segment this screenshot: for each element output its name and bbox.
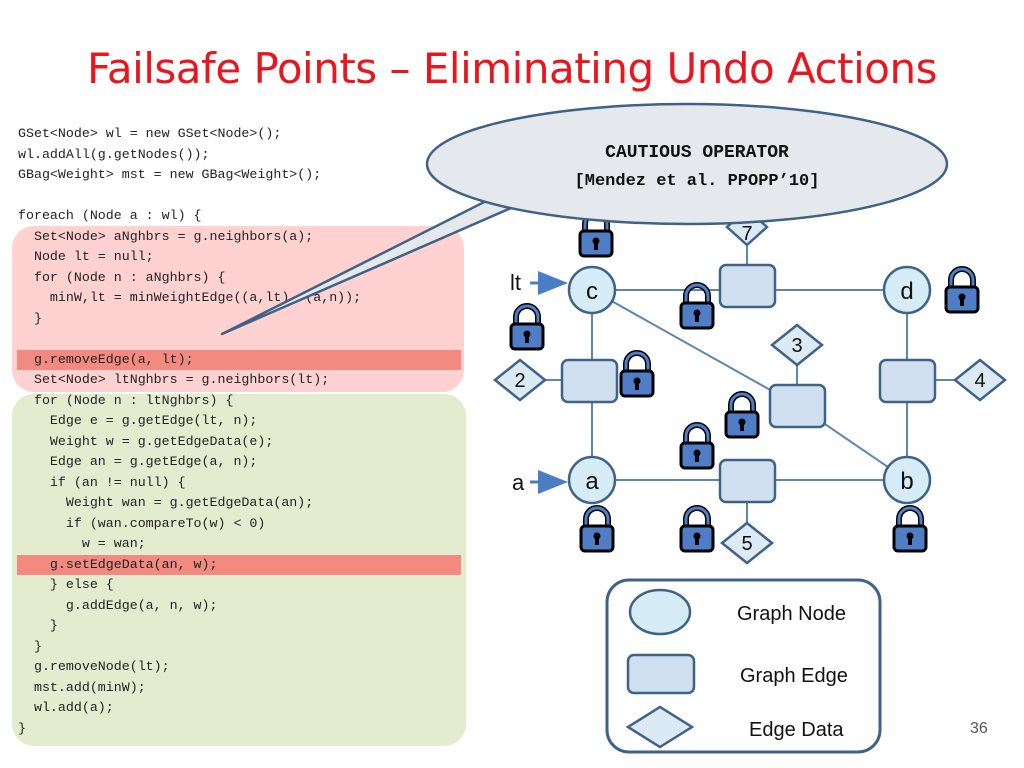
lock-icon [946, 269, 978, 312]
code-listing: GSet<Node> wl = new GSet<Node>(); wl.addA… [18, 124, 361, 739]
callout-title: CAUTIOUS OPERATOR [605, 143, 789, 163]
code-line: g.setEdgeData(an, w); [18, 556, 218, 572]
code-line: wl.add(a); [18, 700, 114, 715]
lock-icon [511, 306, 543, 349]
callout-ellipse [425, 102, 949, 226]
highlight-bar-set-edge-data [17, 555, 461, 575]
code-line: foreach (Node a : wl) { [18, 208, 202, 223]
code-line: g.addEdge(a, n, w); [18, 597, 218, 613]
code-line: Set<Node> ltNghbrs = g.neighbors(lt); [18, 372, 330, 387]
code-line: Weight w = g.getEdgeData(e); [18, 433, 274, 449]
graph-node-c [567, 265, 617, 315]
lock-icon [681, 285, 713, 328]
graph-node-label-c: c [586, 278, 598, 305]
edge-data-diamond-5 [719, 521, 775, 565]
lock-icon [581, 508, 613, 551]
legend-edge-symbol [626, 653, 696, 695]
code-line: } [18, 720, 26, 736]
edge-data-diamond-2 [492, 358, 548, 402]
lock-icon [681, 508, 713, 551]
callout-bubble: CAUTIOUS OPERATOR [Mendez et al. PPOPP’1… [220, 102, 949, 336]
pointer-label-lt: lt [510, 270, 521, 295]
graph-edge-box-left [560, 358, 619, 404]
code-line: Edge e = g.getEdge(lt, n); [18, 413, 258, 428]
edge-data-label-top: 7 [741, 223, 752, 245]
legend-node-symbol [628, 588, 692, 636]
code-line: if (an != null) { [18, 474, 186, 490]
legend-label-node: Graph Node [737, 603, 846, 625]
code-line: wl.addAll(g.getNodes()); [18, 146, 210, 162]
lock-icon [681, 425, 713, 468]
lock-icon [726, 394, 758, 437]
graph-node-label-d: d [900, 278, 913, 305]
legend-data-symbol [625, 705, 695, 749]
code-line: for (Node n : aNghbrs) { [18, 269, 226, 285]
graph-edge-box-middle [768, 383, 827, 429]
code-line: if (wan.compareTo(w) < 0) [18, 515, 266, 531]
pointer-label-a: a [512, 470, 525, 495]
code-line: mst.add(minW); [18, 679, 146, 695]
graph-node-b [882, 455, 932, 505]
code-line: } [18, 638, 42, 654]
code-line: g.removeEdge(a, lt); [18, 351, 194, 367]
graph-node-a [567, 455, 617, 505]
code-line: for (Node n : ltNghbrs) { [18, 392, 234, 408]
code-line: Weight wan = g.getEdgeData(an); [18, 495, 314, 510]
code-line: g.removeNode(lt); [18, 659, 170, 674]
code-line: } [18, 310, 42, 326]
lock-icon [621, 353, 653, 396]
edge-data-label-4: 4 [974, 370, 985, 392]
callout-citation: [Mendez et al. PPOPP’10] [575, 172, 820, 191]
legend-label-edge: Graph Edge [740, 665, 848, 687]
highlight-bar-remove-edge [17, 350, 461, 370]
legend-label-data: Edge Data [749, 719, 844, 741]
edge-data-label-2: 2 [514, 370, 525, 392]
edge-data-label-3: 3 [791, 335, 802, 357]
code-line: GSet<Node> wl = new GSet<Node>(); [18, 126, 282, 141]
graph-node-d [882, 265, 932, 315]
code-line: w = wan; [18, 536, 146, 551]
slide-number: 36 [970, 720, 988, 737]
link-c-mid [591, 289, 798, 406]
graph-node-label-b: b [900, 468, 913, 495]
graph-edge-box-bottom [718, 458, 777, 504]
code-line: GBag<Weight> mst = new GBag<Weight>(); [18, 167, 322, 182]
edge-data-diamond-4 [952, 358, 1008, 402]
edge-data-diamond-3 [769, 323, 825, 367]
edge-data-label-5: 5 [741, 533, 752, 555]
slide-title: Failsafe Points – Eliminating Undo Actio… [87, 44, 937, 93]
code-line: Node lt = null; [18, 249, 154, 264]
code-line: Set<Node> aNghbrs = g.neighbors(a); [18, 228, 314, 244]
callout-tail [220, 182, 522, 336]
legend: Graph Node Graph Edge Edge Data [605, 578, 882, 754]
code-line: } [18, 618, 58, 633]
code-line: Edge an = g.getEdge(a, n); [18, 454, 258, 469]
graph-edge-box-top [718, 263, 777, 309]
code-line: } else { [18, 577, 114, 592]
lock-icon [894, 508, 926, 551]
graph-edge-box-right [878, 358, 937, 404]
code-line: minW,lt = minWeightEdge((a,lt), (a,n)); [18, 290, 362, 305]
graph-node-label-a: a [585, 468, 599, 495]
